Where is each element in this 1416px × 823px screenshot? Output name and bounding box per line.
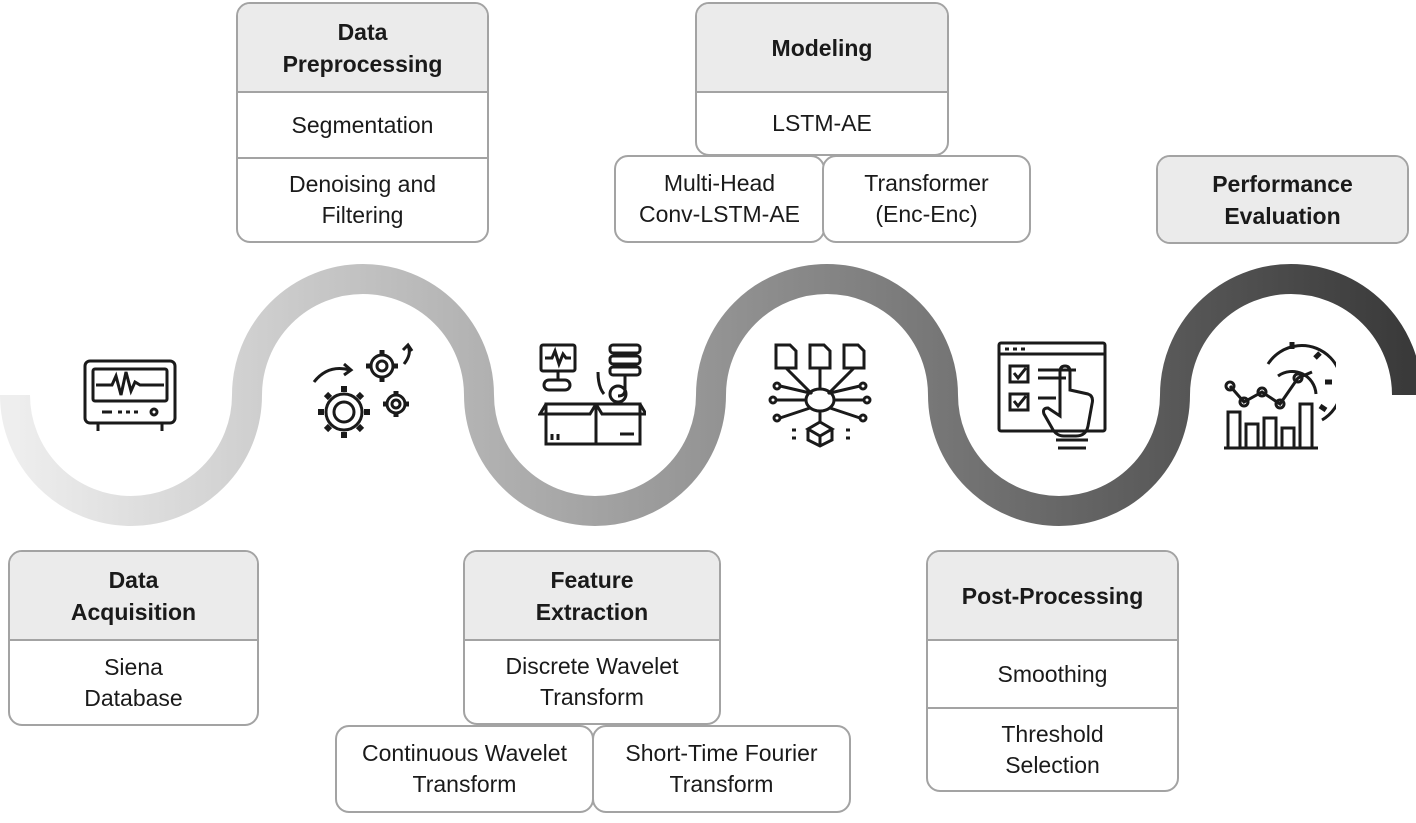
stage-sub-item: Multi-Head Conv-LSTM-AE	[614, 155, 825, 243]
checklist-icon	[996, 340, 1108, 452]
stage-data-preprocessing: Data Preprocessing Segmentation Denoisin…	[236, 2, 489, 243]
neural-network-icon	[766, 342, 876, 448]
stage-data-acquisition: Data Acquisition Siena Database	[8, 550, 259, 726]
stage-performance-evaluation: Performance Evaluation	[1156, 155, 1409, 244]
stage-title: Performance Evaluation	[1158, 157, 1407, 242]
stage-item: Denoising and Filtering	[238, 157, 487, 241]
performance-chart-icon	[1222, 342, 1336, 452]
stage-sub-item: Continuous Wavelet Transform	[335, 725, 594, 813]
stage-modeling: Modeling LSTM-AE	[695, 2, 949, 156]
stage-title: Data Preprocessing	[238, 4, 487, 91]
stage-title: Data Acquisition	[10, 552, 257, 639]
stage-sub-item: Transformer (Enc-Enc)	[822, 155, 1031, 243]
data-box-icon	[538, 342, 646, 448]
gears-icon	[308, 342, 418, 450]
stage-title: Modeling	[697, 4, 947, 91]
monitor-waveform-icon	[82, 358, 178, 434]
stage-feature-extraction: Feature Extraction Discrete Wavelet Tran…	[463, 550, 721, 725]
stage-item: Threshold Selection	[928, 707, 1177, 790]
stage-item: Siena Database	[10, 639, 257, 724]
stage-item: Discrete Wavelet Transform	[465, 639, 719, 723]
wave-path	[0, 264, 1416, 526]
stage-sub-item: Short-Time Fourier Transform	[592, 725, 851, 813]
stage-item: Segmentation	[238, 91, 487, 157]
stage-title: Post-Processing	[928, 552, 1177, 639]
stage-title: Feature Extraction	[465, 552, 719, 639]
stage-post-processing: Post-Processing Smoothing Threshold Sele…	[926, 550, 1179, 792]
stage-item: Smoothing	[928, 639, 1177, 707]
stage-item: LSTM-AE	[697, 91, 947, 154]
